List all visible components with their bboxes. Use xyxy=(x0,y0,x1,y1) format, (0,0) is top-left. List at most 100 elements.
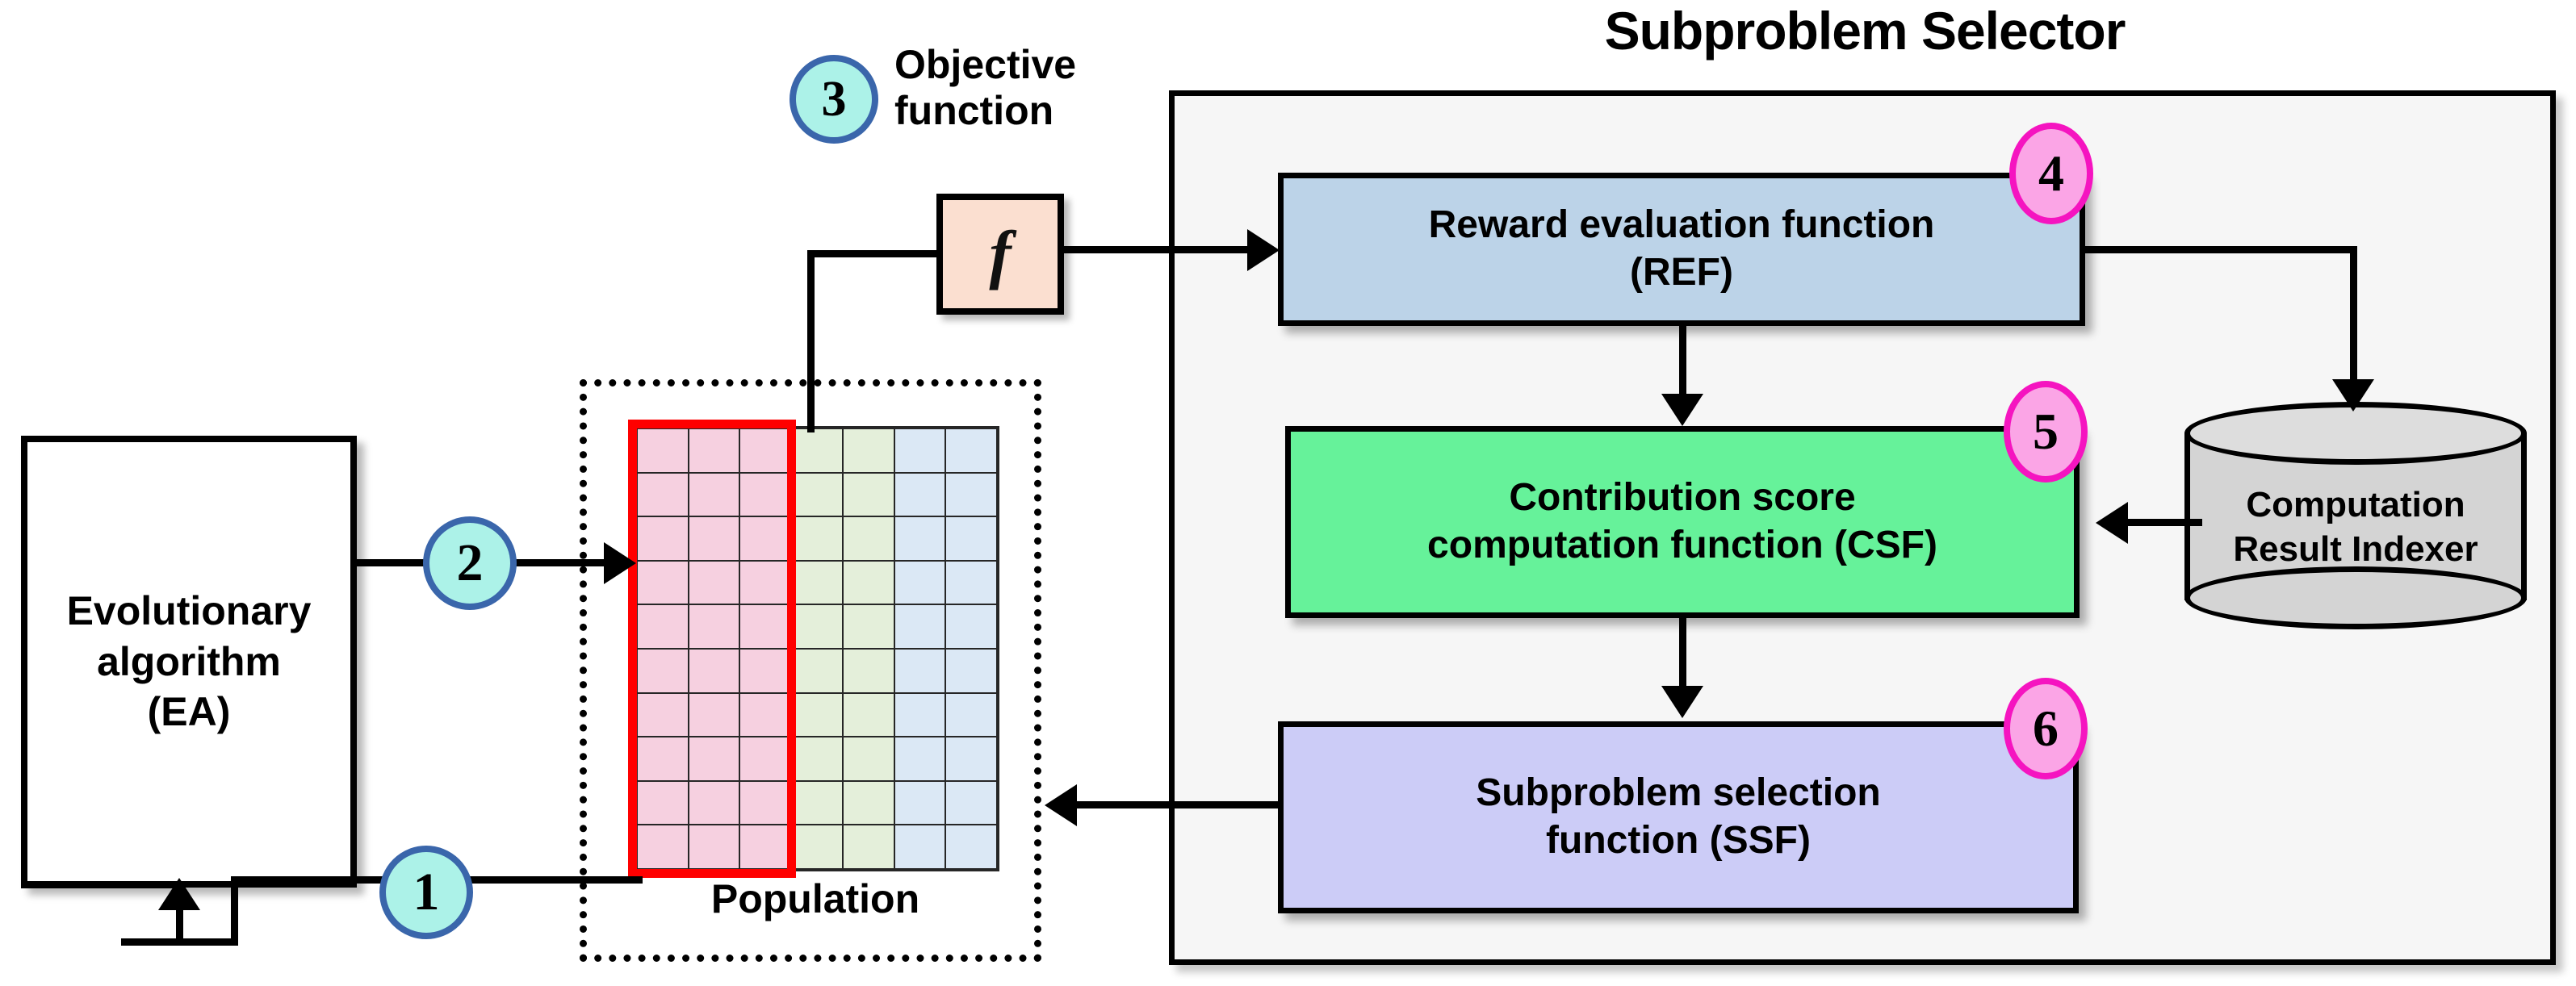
connector-indexer-to-csf xyxy=(2128,519,2202,526)
step-badge-2[interactable]: 2 xyxy=(423,516,517,610)
connector-1-ea-bottom-stub xyxy=(21,881,182,888)
objective-function-label: Objective function xyxy=(894,42,1161,139)
subproblem-selection-function-box[interactable]: Subproblem selection function (SSF) xyxy=(1278,721,2079,913)
population-cell xyxy=(740,781,791,825)
population-cell xyxy=(638,693,688,737)
population-cell xyxy=(946,825,996,868)
population-cell xyxy=(689,649,739,692)
connector-ref-to-csf-arrowhead xyxy=(1661,394,1703,426)
connector-1-horizontal-bottom xyxy=(121,938,237,946)
population-cell xyxy=(843,737,894,780)
connector-4-horizontal xyxy=(2081,246,2357,253)
step-badge-1[interactable]: 1 xyxy=(379,846,473,939)
ssf-label-line1: Subproblem selection xyxy=(1476,771,1881,815)
contribution-score-function-box[interactable]: Contribution score computation function … xyxy=(1285,426,2080,618)
connector-2-line-right xyxy=(505,559,626,566)
population-label: Population xyxy=(710,876,920,921)
objective-label-line1: Objective xyxy=(894,42,1077,87)
population-cell xyxy=(946,473,996,516)
connector-indexer-to-csf-arrowhead xyxy=(2096,502,2128,544)
connector-csf-to-ssf xyxy=(1679,616,1686,689)
population-cell xyxy=(946,781,996,825)
population-cell xyxy=(792,429,842,472)
objective-label-line2: function xyxy=(894,88,1054,133)
population-cell xyxy=(843,649,894,692)
computation-result-indexer-label: Computation Result Indexer xyxy=(2191,483,2520,571)
population-cell xyxy=(740,517,791,560)
population-grid[interactable] xyxy=(635,426,999,871)
objective-function-box[interactable]: f xyxy=(936,194,1064,315)
population-cell xyxy=(894,693,945,737)
population-cell xyxy=(792,693,842,737)
step-badge-3[interactable]: 3 xyxy=(790,55,878,144)
population-cell xyxy=(740,605,791,648)
connector-ref-to-csf xyxy=(1679,324,1686,397)
population-cell xyxy=(638,517,688,560)
step-badge-4[interactable]: 4 xyxy=(2009,123,2093,224)
population-cell xyxy=(638,473,688,516)
population-cell xyxy=(740,649,791,692)
population-cell xyxy=(843,693,894,737)
population-cell xyxy=(894,737,945,780)
population-cell xyxy=(946,429,996,472)
population-cell xyxy=(946,649,996,692)
population-cell xyxy=(946,605,996,648)
population-cell xyxy=(740,693,791,737)
csf-label-line2: computation function (CSF) xyxy=(1427,524,1937,566)
population-cell xyxy=(843,517,894,560)
population-cell xyxy=(689,781,739,825)
connector-4-arrowhead xyxy=(2332,379,2374,412)
population-cell xyxy=(946,737,996,780)
population-cell xyxy=(792,649,842,692)
population-cell xyxy=(792,605,842,648)
population-cell xyxy=(689,517,739,560)
population-cell xyxy=(638,649,688,692)
ref-label-line2: (REF) xyxy=(1630,251,1733,294)
population-cell xyxy=(689,561,739,604)
population-cell xyxy=(689,693,739,737)
population-cell xyxy=(946,693,996,737)
population-cell xyxy=(946,561,996,604)
population-cell xyxy=(843,825,894,868)
connector-6-horizontal xyxy=(1077,801,1280,808)
population-cell xyxy=(843,605,894,648)
ea-label-line1: Evolutionary xyxy=(66,588,312,634)
population-cell xyxy=(894,429,945,472)
connector-csf-to-ssf-arrowhead xyxy=(1661,686,1703,718)
step-badge-5[interactable]: 5 xyxy=(2004,381,2088,483)
population-cell xyxy=(843,429,894,472)
csf-label-line1: Contribution score xyxy=(1509,476,1856,520)
population-cell xyxy=(946,517,996,560)
population-cell xyxy=(792,561,842,604)
population-cell xyxy=(689,737,739,780)
connector-4-vertical xyxy=(2350,246,2357,391)
computation-result-indexer[interactable]: Computation Result Indexer xyxy=(2184,402,2527,629)
population-cell xyxy=(843,473,894,516)
population-cell xyxy=(894,605,945,648)
population-cell xyxy=(894,517,945,560)
indexer-label-line1: Computation xyxy=(2246,485,2465,524)
connector-1-riser xyxy=(176,888,183,941)
population-cell xyxy=(740,473,791,516)
population-cell xyxy=(792,825,842,868)
population-cell xyxy=(894,561,945,604)
population-cell xyxy=(638,561,688,604)
population-cell xyxy=(792,737,842,780)
connector-3-f-left-stub xyxy=(807,250,938,257)
population-cell xyxy=(843,561,894,604)
ea-label-line2: algorithm xyxy=(97,638,281,684)
population-cell xyxy=(638,429,688,472)
reward-evaluation-function-box[interactable]: Reward evaluation function (REF) xyxy=(1278,173,2085,326)
population-cell xyxy=(740,561,791,604)
population-cell xyxy=(894,825,945,868)
connector-f-to-ref xyxy=(1062,246,1266,253)
population-cell xyxy=(792,781,842,825)
subproblem-selector-title: Subproblem Selector xyxy=(1604,1,2126,61)
objective-function-symbol: f xyxy=(989,217,1012,290)
population-cell xyxy=(843,781,894,825)
evolutionary-algorithm-box[interactable]: Evolutionary algorithm (EA) xyxy=(21,436,357,888)
ssf-label-line2: function (SSF) xyxy=(1546,819,1811,862)
step-badge-6[interactable]: 6 xyxy=(2004,678,2088,779)
cylinder-bottom-ellipse xyxy=(2184,566,2527,629)
